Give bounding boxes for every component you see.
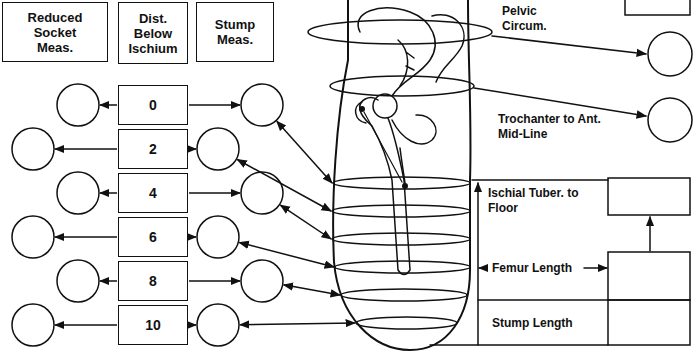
entry-box <box>625 0 690 15</box>
column-header: Dist. Below Ischium <box>118 2 188 64</box>
stump-measure-circle <box>241 172 283 214</box>
femur <box>360 98 410 275</box>
ischial-tuberosity <box>402 183 408 189</box>
ring-leader <box>240 323 355 325</box>
distance-box: 10 <box>118 305 188 345</box>
pubis-ischium <box>392 115 436 183</box>
socket-measure-circle <box>57 84 99 126</box>
row-arrow <box>189 236 196 238</box>
row-arrow <box>55 324 117 326</box>
node-text: 4 <box>149 186 157 201</box>
socket-measure-circle <box>57 260 99 302</box>
measurement-label: Stump Length <box>490 316 575 331</box>
row-arrow <box>189 192 240 194</box>
distance-box: 0 <box>118 85 188 125</box>
node-text: 6 <box>149 230 157 245</box>
dimension-line <box>477 183 479 345</box>
circumference-ring <box>332 205 470 217</box>
node-text: 2 <box>149 142 157 157</box>
node-text: Reduced Socket Meas. <box>15 10 95 55</box>
ring-leader <box>280 205 331 239</box>
row-arrow <box>189 148 196 150</box>
entry-box <box>608 252 690 300</box>
node-text: Dist. Below Ischium <box>122 11 184 56</box>
trochanter-point <box>359 106 365 112</box>
ring-leader <box>237 160 331 211</box>
distance-box: 8 <box>118 261 188 301</box>
node-text: 0 <box>149 98 157 113</box>
circumference-ring <box>333 177 470 189</box>
node-text: Stump Meas. <box>205 17 265 47</box>
circumference-ring <box>356 317 457 329</box>
node-text: 8 <box>149 274 157 289</box>
sum-arrow <box>649 217 651 251</box>
acetabulum <box>373 94 397 118</box>
socket-measure-circle <box>57 172 99 214</box>
measure-circle <box>648 98 692 142</box>
row-arrow <box>100 280 117 282</box>
circumference-ring <box>341 289 467 301</box>
sacrum <box>398 40 414 86</box>
column-header: Reduced Socket Meas. <box>2 2 108 62</box>
ring-leader <box>284 285 340 295</box>
ring-leader <box>277 121 332 183</box>
column-header: Stump Meas. <box>196 2 274 62</box>
stump-measure-circle <box>197 216 239 258</box>
pelvic-ring <box>308 20 492 44</box>
trochanter-ring <box>330 76 474 96</box>
dimension-line <box>472 179 608 181</box>
ring-leader <box>239 242 334 267</box>
socket-measure-circle <box>12 128 54 170</box>
dimension-arrow <box>479 267 487 269</box>
measurement-label: Femur Length <box>490 261 574 276</box>
distance-box: 4 <box>118 173 188 213</box>
stump-measure-circle <box>241 260 283 302</box>
distance-box: 6 <box>118 217 188 257</box>
leader-arrow <box>492 36 646 54</box>
socket-measure-circle <box>12 304 54 346</box>
dimension-line <box>478 299 608 301</box>
stump-measure-circle <box>197 304 239 346</box>
measurement-label: Ischial Tuber. to Floor <box>486 186 594 216</box>
row-arrow <box>55 148 117 150</box>
distance-box: 2 <box>118 129 188 169</box>
circumference-ring <box>332 233 470 245</box>
row-arrow <box>189 280 240 282</box>
measurement-label: Pelvic Circum. <box>500 4 566 34</box>
entry-box <box>608 178 690 215</box>
dimension-arrow <box>584 267 607 269</box>
socket-measure-circle <box>12 216 54 258</box>
leader-line <box>364 112 402 182</box>
row-arrow <box>100 104 117 106</box>
pelvis-bone <box>432 15 464 82</box>
stump-measure-circle <box>241 84 283 126</box>
measure-circle <box>648 32 692 76</box>
circumference-ring <box>335 261 470 273</box>
stump-measure-circle <box>197 128 239 170</box>
floor-line <box>430 344 608 346</box>
node-text: 10 <box>145 318 161 333</box>
stump-outline <box>333 0 470 350</box>
measurement-label: Trochanter to Ant. Mid-Line <box>496 112 616 142</box>
row-arrow <box>189 104 240 106</box>
row-arrow <box>55 236 117 238</box>
row-arrow <box>189 324 196 326</box>
row-arrow <box>100 192 117 194</box>
entry-box <box>608 300 690 345</box>
